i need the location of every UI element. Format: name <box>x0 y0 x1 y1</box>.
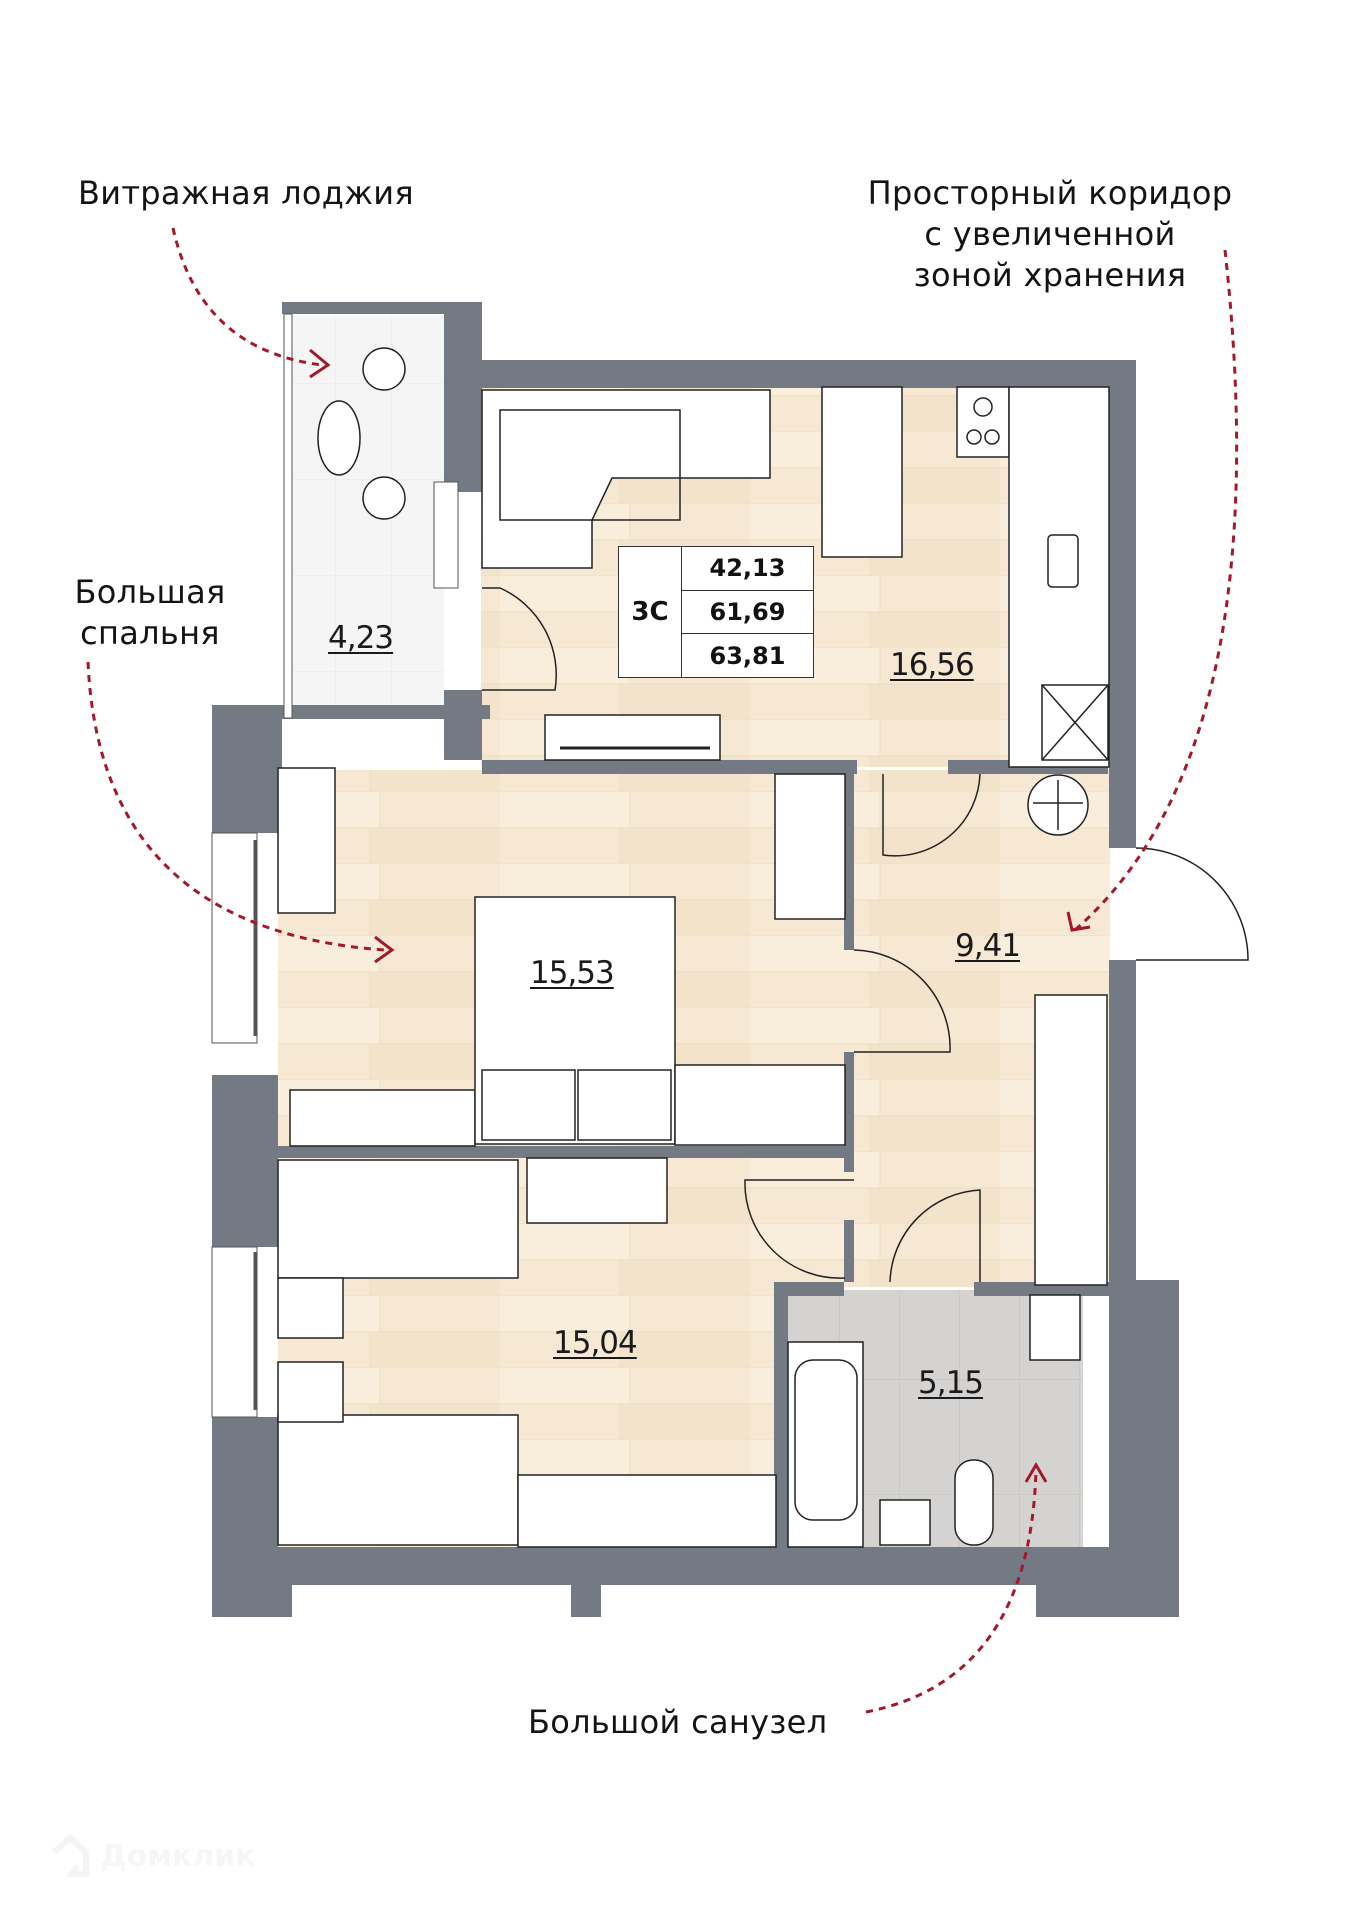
callout-bathroom: Большой санузел <box>528 1703 828 1741</box>
total-with-loggia-value: 63,81 <box>709 641 786 670</box>
room-area-kitchen-living: 16,56 <box>890 647 975 683</box>
domclick-watermark: Домклик <box>48 1832 256 1880</box>
arrow-bedroom <box>86 661 386 952</box>
room-area-hallway: 9,41 <box>955 928 1021 964</box>
room-area-bathroom: 5,15 <box>918 1365 984 1401</box>
house-logo-icon <box>52 1834 89 1877</box>
callout-corridor-line-3: зоной хранения <box>913 256 1187 294</box>
loggia-glazing <box>283 313 293 719</box>
arrow-bathroom <box>865 1469 1038 1714</box>
callout-bedroom-line-2: спальня <box>80 614 220 652</box>
total-area-value: 61,69 <box>682 591 813 635</box>
apartment-type: 3С <box>619 547 682 677</box>
living-area-value: 42,13 <box>682 547 813 591</box>
windows <box>211 313 459 1418</box>
callout-arrows <box>86 227 1239 1714</box>
callout-corridor-line-1: Просторный коридор <box>867 174 1233 212</box>
bedroom-window <box>211 832 258 1044</box>
kids-window <box>211 1246 258 1418</box>
loggia-floor <box>290 316 444 718</box>
hall-lower-floor <box>778 1157 1038 1287</box>
arrow-corridor <box>1074 249 1239 932</box>
furniture <box>277 347 1249 1548</box>
callout-bedroom: Большая спальня <box>60 572 240 654</box>
callout-corridor-line-2: с увеличенной <box>924 215 1176 253</box>
watermark-text: Домклик <box>100 1838 256 1874</box>
room-area-bedroom-large: 15,53 <box>530 955 615 991</box>
kitchen-window <box>433 481 459 589</box>
arrow-loggia <box>171 227 323 367</box>
room-area-kids-bedroom: 15,04 <box>553 1325 638 1361</box>
callout-loggia: Витражная лоджия <box>78 174 414 212</box>
apartment-spec-table: 3С 42,13 61,69 63,81 <box>618 546 814 678</box>
arrowheads <box>309 348 1091 1483</box>
room-area-loggia: 4,23 <box>328 620 394 656</box>
callout-bedroom-line-1: Большая <box>74 573 226 611</box>
callout-corridor: Просторный коридор с увеличенной зоной х… <box>840 173 1260 296</box>
walls <box>212 302 1179 1617</box>
